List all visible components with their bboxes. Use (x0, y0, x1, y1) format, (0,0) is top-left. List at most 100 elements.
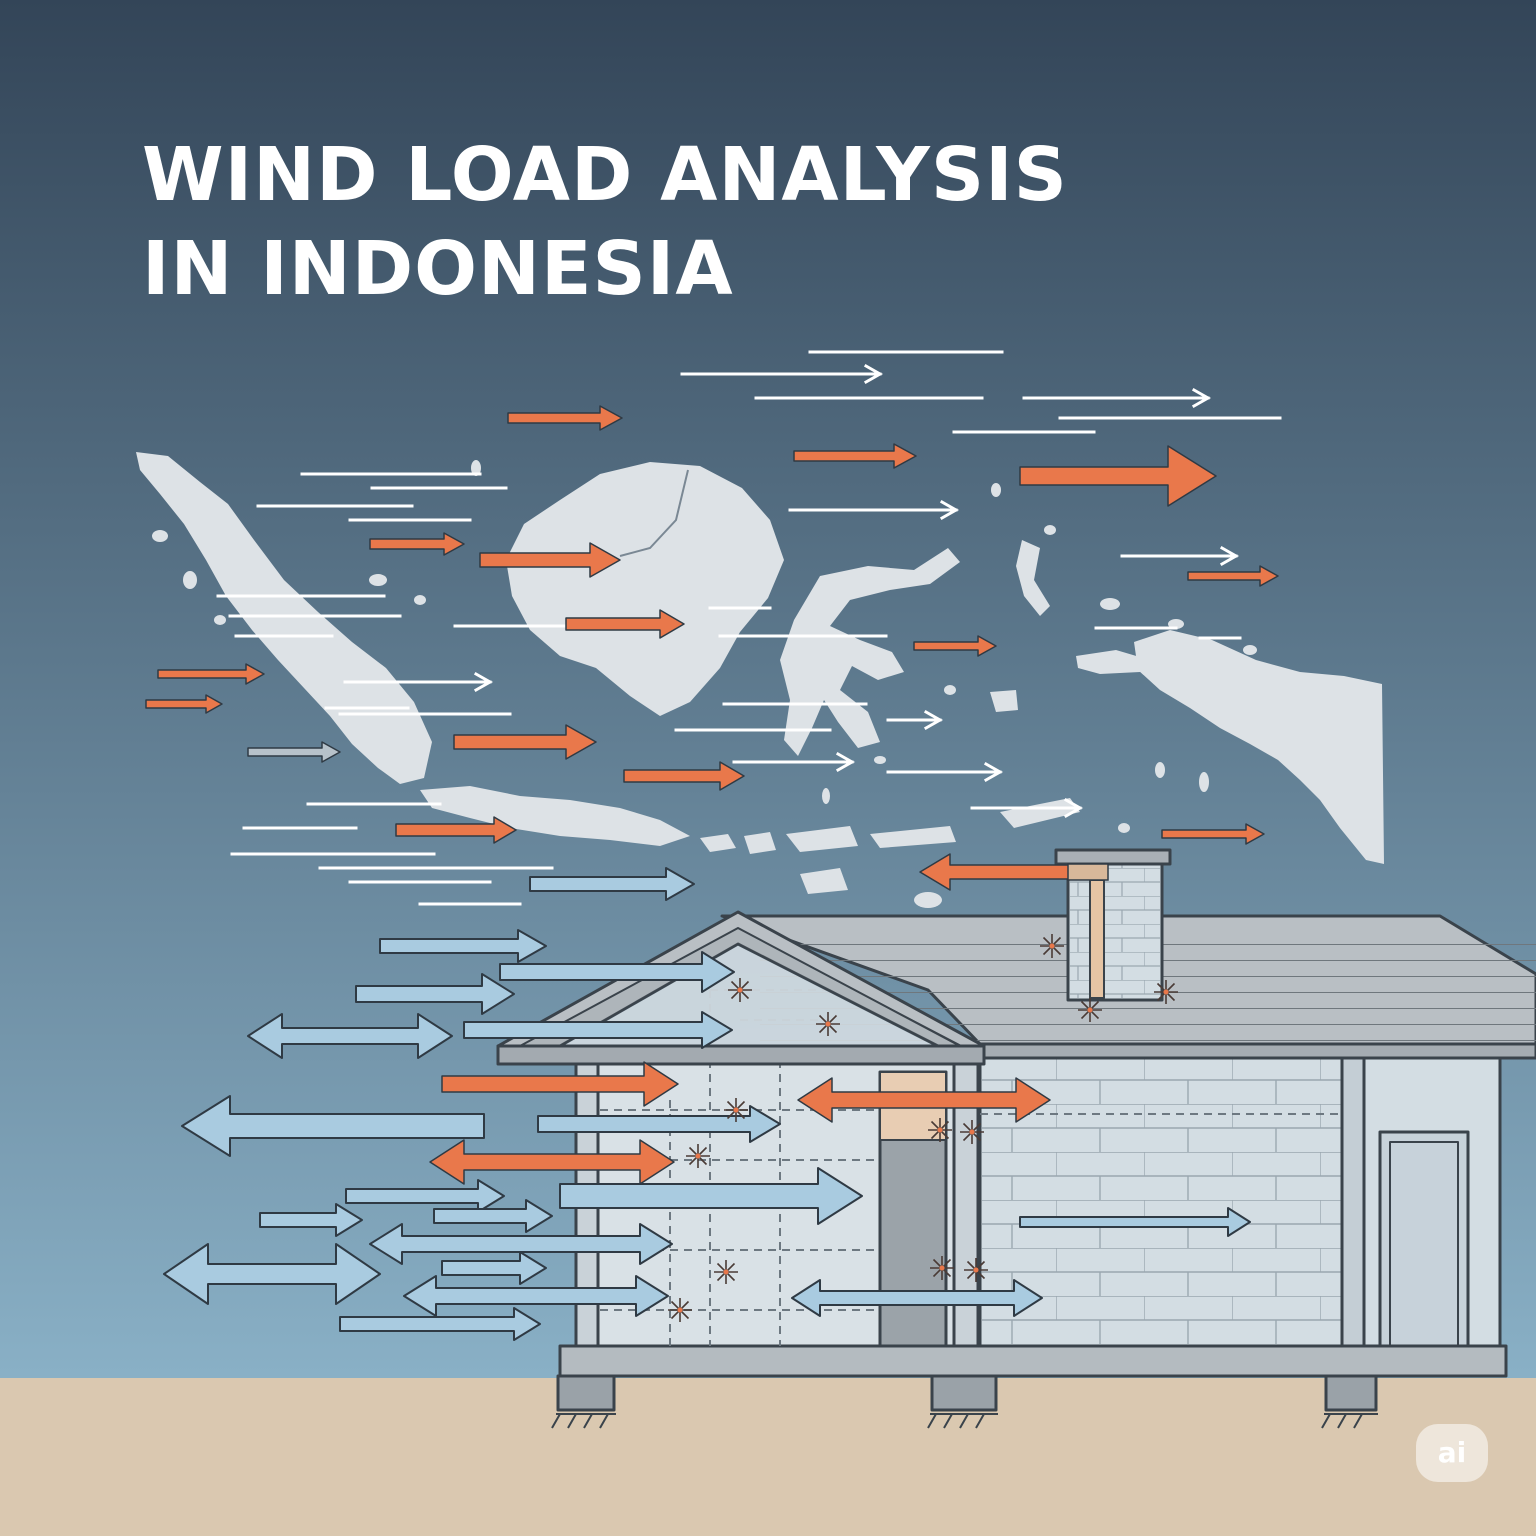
footings (556, 1374, 1378, 1412)
stress-spark (816, 1012, 840, 1036)
chimney-brick (1070, 862, 1160, 998)
island-lombok (744, 832, 776, 854)
stress-spark-dot (695, 1153, 701, 1159)
islet (1155, 762, 1165, 778)
wind-arrow-icon (441, 1061, 679, 1107)
stress-spark (1078, 998, 1102, 1022)
stress-spark-dot (733, 1107, 739, 1113)
islet (214, 615, 226, 625)
stress-spark-dot (825, 1021, 831, 1027)
stress-spark-icon (668, 934, 1178, 1322)
wind-arrow-icon (529, 867, 695, 901)
wind-arrow-icon (339, 1307, 541, 1341)
wind-arrow-icon (499, 951, 735, 993)
islet (944, 685, 956, 695)
wind-arrow-icon (259, 1203, 363, 1237)
chimney-cap (1054, 848, 1172, 866)
wind-arrow-icon (247, 741, 341, 763)
wind-line-head (863, 363, 884, 385)
title-line-1: WIND LOAD ANALYSIS (142, 132, 1068, 218)
wind-arrows (145, 405, 1279, 1341)
islet (874, 756, 886, 764)
stress-spark (714, 1260, 738, 1284)
wind-line-head (473, 671, 494, 693)
gable-triangle (558, 942, 940, 1048)
island-sumba (800, 868, 848, 894)
wind-arrow-icon (463, 1011, 733, 1049)
wind-arrow-icon (247, 1013, 453, 1059)
islet (1118, 823, 1130, 833)
island-halmahera (1016, 540, 1050, 616)
stress-spark-dot (737, 987, 743, 993)
footing-hatch (551, 1413, 1378, 1429)
stress-spark (668, 1298, 692, 1322)
stress-spark-dot (1049, 943, 1055, 949)
wind-arrow-icon (441, 1251, 547, 1285)
island-sumatra (136, 452, 432, 784)
wind-arrow-icon (355, 973, 515, 1015)
stress-spark (964, 1258, 988, 1282)
wind-line-head (923, 709, 944, 731)
stress-spark (928, 1118, 952, 1142)
wind-arrow-icon (145, 694, 223, 714)
stress-spark (1154, 980, 1178, 1004)
door (1378, 1130, 1470, 1348)
wind-arrow-icon (369, 1223, 673, 1265)
wind-line-head (983, 761, 1004, 783)
wind-line-head (939, 499, 960, 521)
stress-spark-dot (1087, 1007, 1093, 1013)
ground (0, 1378, 1536, 1536)
islet (152, 530, 168, 542)
stress-spark-dot (969, 1129, 975, 1135)
chimney-flue (1089, 879, 1105, 999)
wind-arrow-icon (1161, 823, 1265, 845)
islet (822, 788, 830, 804)
island-timor (1000, 798, 1080, 828)
wind-line-head (1063, 797, 1084, 819)
wind-line-head (835, 751, 856, 773)
islet (914, 892, 942, 908)
wind-lines-white (216, 350, 1282, 906)
wind-arrow-icon (369, 532, 465, 556)
stress-spark (724, 1098, 748, 1122)
title-area: WIND LOAD ANALYSIS IN INDONESIA (142, 128, 1068, 316)
wind-line-head (1219, 545, 1240, 567)
wind-arrow-icon (433, 1199, 553, 1233)
islet (414, 595, 426, 605)
island-flores (870, 826, 956, 848)
border-line (619, 469, 689, 557)
wind-arrow-icon (345, 1179, 505, 1213)
title-line-2: IN INDONESIA (142, 226, 734, 312)
ai-badge: ai (1416, 1424, 1488, 1482)
wind-arrow-icon (913, 635, 997, 657)
wind-arrow-icon (559, 1167, 863, 1225)
stress-spark-dot (937, 1127, 943, 1133)
wind-arrow-icon (1019, 1207, 1251, 1237)
stress-spark-dot (1163, 989, 1169, 995)
wind-arrow-icon (453, 724, 597, 760)
stress-spark (686, 1144, 710, 1168)
wind-arrow-icon (379, 929, 547, 963)
island-sulawesi (780, 548, 960, 756)
stress-spark (1040, 934, 1064, 958)
islet (1243, 645, 1257, 655)
right-pillar (1340, 1054, 1366, 1348)
wind-arrow-icon (537, 1105, 781, 1143)
stress-spark (930, 1256, 954, 1280)
main-roof-fascia (972, 1042, 1536, 1060)
islet (471, 460, 481, 476)
stress-spark-dot (677, 1307, 683, 1313)
wind-arrow-icon (507, 405, 623, 431)
island-bali (700, 834, 736, 852)
wind-arrow-icon (797, 1077, 1051, 1123)
islet (991, 483, 1001, 497)
stress-spark-dot (973, 1267, 979, 1273)
floor-slab (558, 1344, 1508, 1378)
wind-arrow-icon (429, 1139, 675, 1185)
page-title: WIND LOAD ANALYSIS IN INDONESIA (142, 128, 1068, 316)
island-buru (990, 690, 1018, 712)
wind-arrow-icon (181, 1095, 485, 1157)
stress-spark (728, 978, 752, 1002)
chimney-connector (1067, 863, 1109, 881)
